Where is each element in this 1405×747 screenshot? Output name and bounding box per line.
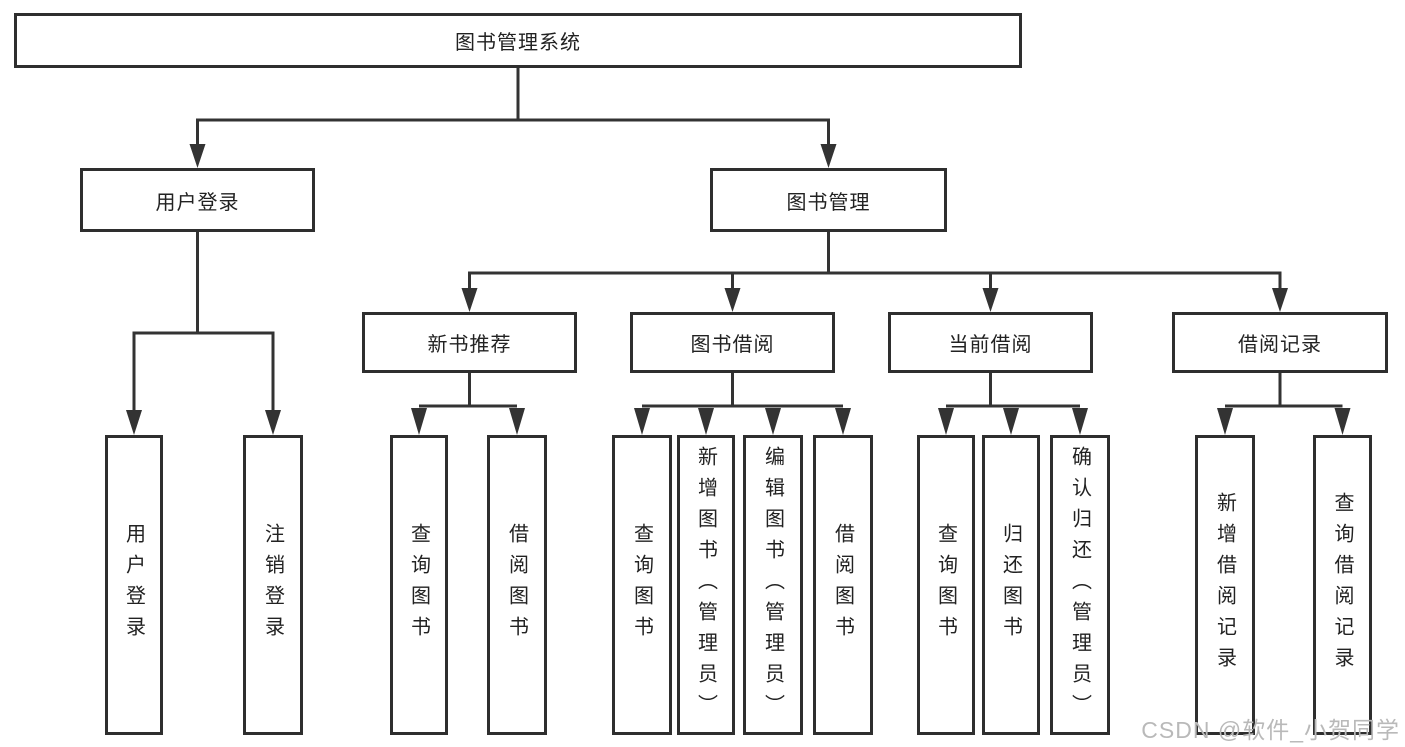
arrow-to-leaf-record-add <box>1217 408 1233 435</box>
leaf-user-login: 用户登录 <box>105 435 163 735</box>
arrow-to-leaf-current-query <box>938 408 954 435</box>
arrow-to-leaf-newbook-borrow <box>509 408 525 435</box>
arrow-to-bookmgmt <box>820 144 837 168</box>
leaf-record-query: 查询借阅记录 <box>1313 435 1372 735</box>
leaf-borrow-query: 查询图书 <box>612 435 672 735</box>
arrow-to-leaf-record-query <box>1334 408 1351 435</box>
leaf-borrow-add: 新增图书（管理员） <box>677 435 735 735</box>
arrow-to-leaf-borrow-borrow <box>835 408 851 435</box>
edge-userlogin-bracket <box>132 331 275 412</box>
csdn-watermark: CSDN @软件_小贺同学 <box>1141 717 1400 743</box>
node-book-borrow: 图书借阅 <box>630 312 835 373</box>
leaf-borrow-borrow: 借阅图书 <box>813 435 873 735</box>
leaf-record-add: 新增借阅记录 <box>1195 435 1255 735</box>
arrow-to-leaf-borrow-query <box>634 408 650 435</box>
node-current-borrow: 当前借阅 <box>888 312 1093 373</box>
leaf-newbook-borrow: 借阅图书 <box>487 435 547 735</box>
arrow-to-leaf-current-confirm <box>1072 408 1088 435</box>
arrow-to-leaf-borrow-add <box>698 408 714 435</box>
arrow-to-leaf-borrow-edit <box>765 408 781 435</box>
leaf-current-confirm: 确认归还（管理员） <box>1050 435 1110 735</box>
leaf-newbook-query: 查询图书 <box>390 435 448 735</box>
node-new-book-rec: 新书推荐 <box>362 312 577 373</box>
node-borrow-record: 借阅记录 <box>1172 312 1388 373</box>
leaf-borrow-edit: 编辑图书（管理员） <box>743 435 803 735</box>
arrow-to-leaf-userlogin <box>126 410 142 435</box>
arrow-to-bookborrow <box>724 288 741 312</box>
arrowheads <box>126 144 1351 435</box>
edge-lines <box>132 68 1343 412</box>
arrow-to-leaf-logout <box>265 410 281 435</box>
arrow-to-userlogin <box>189 144 206 168</box>
arrow-to-newbook <box>461 288 478 312</box>
arrow-to-borrowrecord <box>1272 288 1288 312</box>
node-book-mgmt: 图书管理 <box>710 168 947 232</box>
leaf-logout: 注销登录 <box>243 435 303 735</box>
edge-bookmgmt-bracket <box>468 271 1282 290</box>
leaf-current-query: 查询图书 <box>917 435 975 735</box>
leaf-current-return: 归还图书 <box>982 435 1040 735</box>
node-root: 图书管理系统 <box>14 13 1022 68</box>
node-user-login: 用户登录 <box>80 168 315 232</box>
edge-level2-bracket <box>196 118 830 146</box>
arrow-to-currentborrow <box>982 288 999 312</box>
arrow-to-leaf-newbook-query <box>411 408 427 435</box>
arrow-to-leaf-current-return <box>1003 408 1019 435</box>
